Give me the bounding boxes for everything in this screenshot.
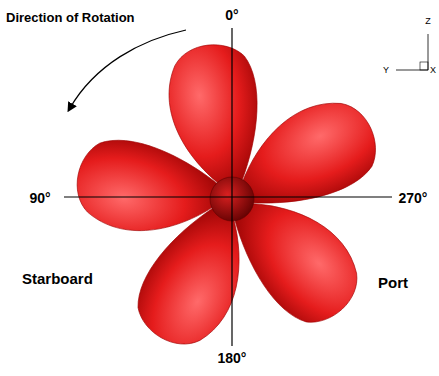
axis-letter: Z bbox=[425, 17, 431, 26]
angle-label: 0° bbox=[225, 8, 238, 22]
vertical-axis bbox=[231, 28, 232, 346]
blade bbox=[70, 133, 223, 244]
axis-triad bbox=[396, 34, 428, 70]
side-label: Port bbox=[378, 275, 408, 290]
propeller bbox=[70, 39, 389, 359]
horizontal-axis bbox=[64, 196, 392, 197]
rotation-caption: Direction of Rotation bbox=[6, 11, 135, 24]
angle-label: 180° bbox=[218, 351, 247, 365]
rotation-arrow bbox=[70, 30, 186, 108]
axis-letter: X bbox=[430, 66, 436, 75]
side-label: Starboard bbox=[22, 271, 93, 286]
axis-letter: Y bbox=[383, 66, 389, 75]
angle-label: 270° bbox=[399, 191, 428, 205]
angle-label: 90° bbox=[29, 191, 50, 205]
